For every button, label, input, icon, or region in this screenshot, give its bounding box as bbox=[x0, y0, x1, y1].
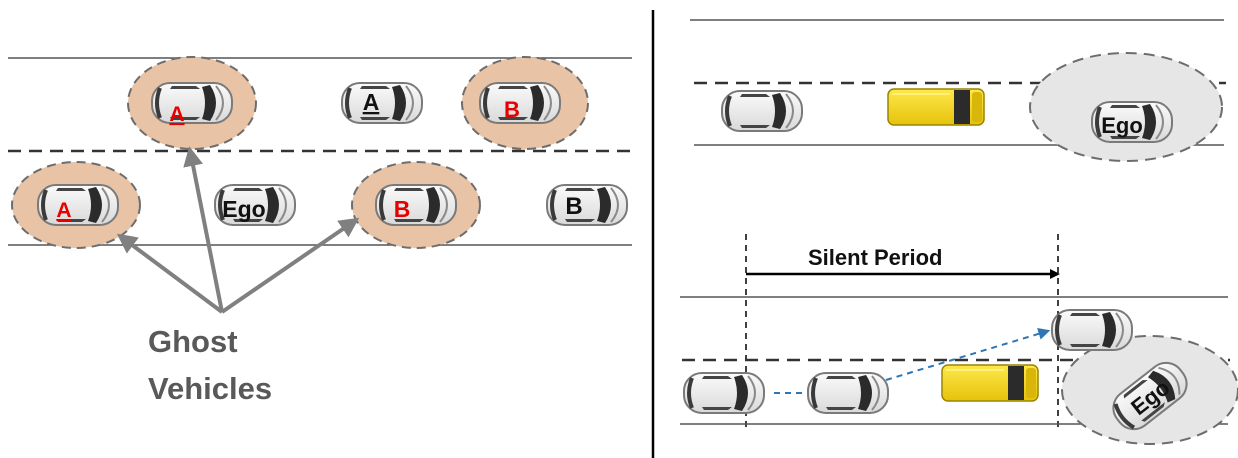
left-panel: A A B A Ego B B Ghost Vehicles bbox=[8, 56, 638, 406]
ghost-arrow-middle bbox=[183, 146, 224, 313]
car-b-bottom bbox=[545, 183, 629, 227]
ghost-car-a-bottom bbox=[36, 183, 120, 227]
car-a-top bbox=[340, 81, 424, 125]
ghost-arrow-left bbox=[116, 233, 224, 314]
ghost-vehicles-label-line2: Vehicles bbox=[148, 371, 272, 406]
silent-period-label: Silent Period bbox=[808, 245, 942, 270]
ghost-a-top-label: A bbox=[169, 103, 184, 126]
ghost-vehicles-label-line1: Ghost bbox=[148, 324, 238, 359]
right-bottom-scene: Silent Period Ego bbox=[680, 234, 1238, 445]
ego-left-label: Ego bbox=[222, 196, 265, 222]
car-bottom-middle bbox=[806, 371, 890, 415]
ghost-car-a-top bbox=[150, 81, 234, 125]
ghost-arrow-right bbox=[220, 217, 360, 314]
ghost-a-bottom-label: A bbox=[56, 199, 71, 222]
car-bottom-start bbox=[682, 371, 766, 415]
car-b-bottom-label: B bbox=[565, 193, 582, 220]
car-top-scene bbox=[720, 89, 804, 133]
ego-top-label: Ego bbox=[1101, 113, 1143, 138]
right-top-scene: Ego bbox=[690, 19, 1226, 162]
ghost-car-b-bottom bbox=[374, 183, 458, 227]
car-bottom-changed-lane bbox=[1050, 308, 1134, 352]
ghost-car-b-top bbox=[478, 81, 562, 125]
van-bottom-scene bbox=[941, 364, 1039, 402]
van-top-scene bbox=[886, 87, 986, 127]
car-a-top-label: A bbox=[363, 89, 380, 115]
ghost-b-top-label: B bbox=[504, 97, 520, 122]
ghost-b-bottom-label: B bbox=[394, 196, 411, 222]
